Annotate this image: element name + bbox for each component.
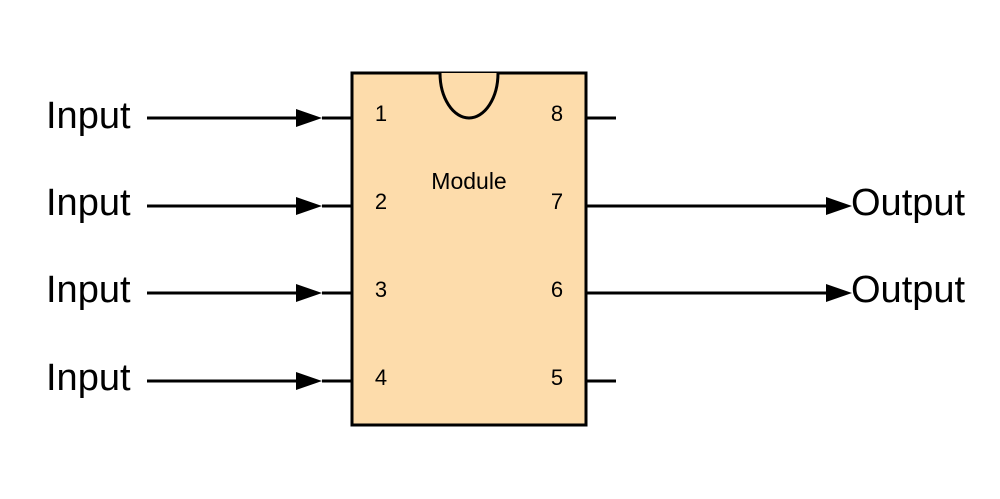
input-label: Input (46, 269, 131, 311)
pin-number: 5 (551, 365, 563, 390)
arrowhead-icon (296, 197, 322, 215)
arrowhead-icon (296, 109, 322, 127)
input-row-4: Input 4 (46, 357, 387, 399)
pin-number: 3 (375, 277, 387, 302)
pin-number: 1 (375, 101, 387, 126)
output-label: Output (851, 269, 966, 311)
input-label: Input (46, 95, 131, 137)
input-row-3: Input 3 (46, 269, 387, 311)
output-label: Output (851, 182, 966, 224)
output-row-7: 7 Output (551, 182, 966, 224)
input-row-1: Input 1 (46, 95, 387, 137)
pin-number: 6 (551, 277, 563, 302)
arrowhead-icon (826, 197, 852, 215)
pin-row-8: 8 (551, 101, 616, 126)
pin-number: 8 (551, 101, 563, 126)
arrowhead-icon (296, 284, 322, 302)
input-label: Input (46, 182, 131, 224)
pin-number: 4 (375, 365, 387, 390)
module-notch (438, 72, 500, 120)
arrowhead-icon (296, 372, 322, 390)
module-label: Module (431, 168, 506, 194)
pin-row-5: 5 (551, 365, 616, 390)
input-label: Input (46, 357, 131, 399)
arrowhead-icon (826, 284, 852, 302)
module-body (350, 71, 588, 427)
pin-number: 7 (551, 189, 563, 214)
pin-number: 2 (375, 189, 387, 214)
output-row-6: 6 Output (551, 269, 966, 311)
input-row-2: Input 2 (46, 182, 387, 224)
